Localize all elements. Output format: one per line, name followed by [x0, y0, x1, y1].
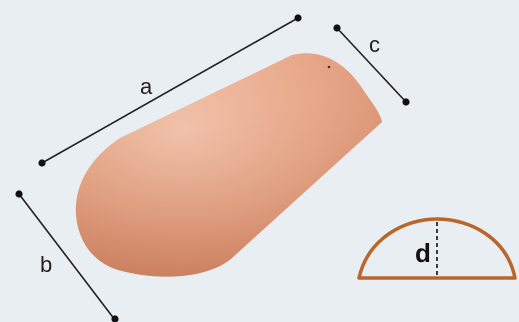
tile-shading: [75, 53, 382, 277]
tile-nib-mark: [327, 65, 331, 69]
label-a: a: [140, 74, 153, 99]
profile-arc: [357, 217, 517, 280]
dimension-a: a: [38, 14, 302, 167]
label-c: c: [369, 32, 380, 57]
roof-tile: [75, 53, 382, 277]
label-d: d: [415, 238, 431, 268]
dimension-b: b: [15, 190, 119, 322]
dimension-c: c: [333, 24, 410, 106]
label-b: b: [40, 252, 52, 277]
profile-d: d: [357, 217, 517, 280]
